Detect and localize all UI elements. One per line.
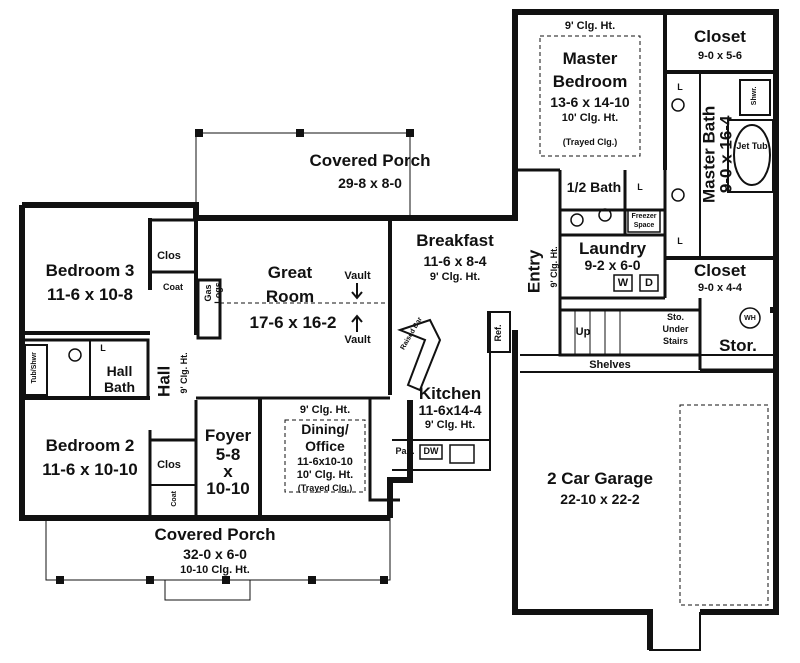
dining-name2: Office: [305, 438, 345, 454]
dining-trayed: (Trayed Clg.): [297, 483, 353, 493]
jet-tub-label: Jet Tub: [736, 141, 768, 151]
closet-bedroom2-label: Clos: [157, 459, 181, 471]
storage-label3: Stairs: [662, 336, 688, 346]
linen-label-master-bottom: L: [677, 236, 683, 246]
vault-label-top: Vault: [344, 270, 371, 282]
dining-size: 11-6x10-10: [297, 456, 353, 468]
foyer-size1: 5-8: [215, 445, 241, 464]
master-ceiling-top: 9' Clg. Ht.: [564, 20, 616, 32]
bedroom3-name: Bedroom 3: [45, 261, 135, 280]
dishwasher-label: DW: [423, 446, 439, 456]
washer-label: W: [617, 277, 629, 289]
breakfast-size: 11-6 x 8-4: [423, 253, 487, 269]
shelves-label: Shelves: [589, 359, 631, 371]
great-room-size: 17-6 x 16-2: [249, 313, 337, 332]
master-trayed: (Trayed Clg.): [562, 137, 618, 147]
master-name1: Master: [562, 49, 618, 68]
master-size: 13-6 x 14-10: [550, 94, 630, 110]
breakfast-name: Breakfast: [416, 231, 494, 250]
breakfast-ceiling: 9' Clg. Ht.: [429, 271, 481, 283]
entry-name: Entry: [524, 249, 544, 294]
rear-porch-name: Covered Porch: [309, 151, 431, 170]
kitchen-name: Kitchen: [418, 384, 482, 403]
stor-name: Stor.: [719, 336, 757, 355]
hall-bath-name1: Hall: [106, 363, 133, 379]
master-name2: Bedroom: [552, 72, 628, 91]
freezer-label1: Freezer: [631, 213, 657, 220]
vault-label-bottom: Vault: [344, 334, 371, 346]
pantry-label: Pan.: [395, 446, 415, 456]
front-porch-ceiling: 10-10 Clg. Ht.: [180, 564, 250, 576]
shower-label: Shwr.: [751, 86, 759, 106]
dining-ceiling-top: 9' Clg. Ht.: [299, 404, 351, 416]
great-room-name1: Great: [267, 263, 313, 282]
master-bath-size: 9-0 x 16-4: [716, 115, 736, 194]
stairs-up-label: Up: [575, 326, 591, 338]
kitchen-size: 11-6x14-4: [418, 402, 482, 418]
gas-logs-label2: Logs: [213, 282, 224, 304]
front-porch-outline: [45, 518, 391, 581]
storage-label2: Under: [662, 324, 689, 334]
foyer-size2: 10-10: [206, 479, 250, 498]
foyer-x: x: [223, 462, 233, 481]
linen-label-half-bath: L: [637, 182, 643, 192]
ref-label: Ref.: [493, 324, 504, 342]
dining-ceiling: 10' Clg. Ht.: [296, 469, 354, 481]
closet-bottom-name: Closet: [694, 261, 746, 280]
laundry-size: 9-2 x 6-0: [584, 257, 641, 273]
dining-name1: Dining/: [301, 421, 349, 437]
kitchen-ceiling: 9' Clg. Ht.: [424, 419, 476, 431]
rear-porch-size: 29-8 x 8-0: [338, 175, 402, 191]
bedroom2-size: 11-6 x 10-10: [42, 460, 138, 479]
laundry-name: Laundry: [578, 239, 647, 258]
great-room-name2: Room: [265, 287, 315, 306]
closet-bedroom3-label: Clos: [157, 250, 181, 262]
foyer-name: Foyer: [204, 426, 252, 445]
linen-label-hall: L: [100, 343, 106, 353]
front-porch-size: 32-0 x 6-0: [183, 546, 247, 562]
master-ceiling: 10' Clg. Ht.: [561, 112, 619, 124]
linen-label-master-top: L: [677, 82, 683, 92]
freezer-label2: Space: [633, 222, 655, 229]
half-bath-name: 1/2 Bath: [566, 179, 622, 195]
hall-ceiling: 9' Clg. Ht.: [179, 352, 190, 394]
hall-name: Hall: [154, 365, 174, 397]
exterior-walls: [19, 9, 779, 521]
hall-bath-name2: Bath: [103, 379, 136, 395]
bedroom2-name: Bedroom 2: [45, 436, 135, 455]
bedroom3-size: 11-6 x 10-8: [46, 285, 133, 304]
garage-name: 2 Car Garage: [547, 469, 653, 488]
closet-top-name: Closet: [694, 27, 746, 46]
closet-top-size: 9-0 x 5-6: [697, 50, 743, 62]
tub-shower-label: Tub/Shwr: [31, 352, 39, 384]
storage-label1: Sto.: [667, 312, 684, 322]
coat-closet-label-top: Coat: [163, 282, 183, 292]
water-heater-label: WH: [744, 315, 756, 322]
garage-size: 22-10 x 22-2: [560, 491, 640, 507]
dryer-label: D: [645, 277, 653, 289]
entry-ceiling: 9' Clg. Ht.: [549, 246, 560, 288]
front-porch-name: Covered Porch: [154, 525, 276, 544]
closet-bottom-size: 9-0 x 4-4: [697, 282, 743, 294]
coat-closet-label-bottom: Coat: [171, 491, 179, 507]
